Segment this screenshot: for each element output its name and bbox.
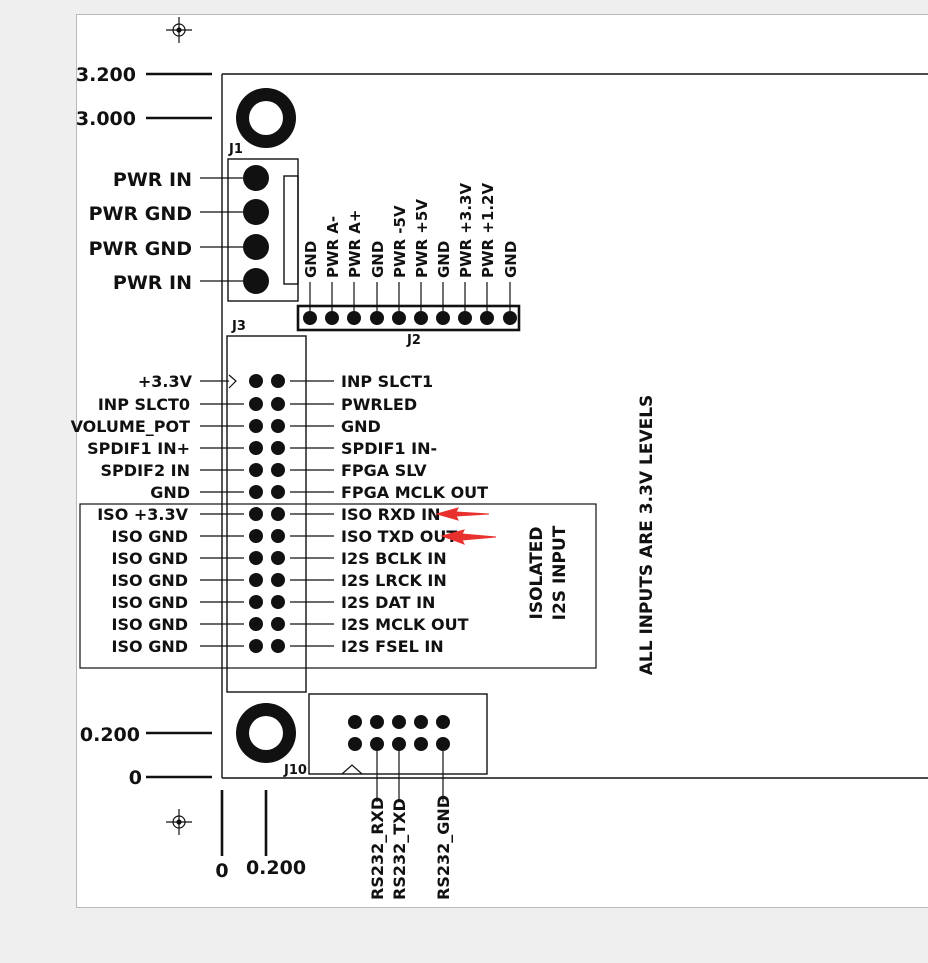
- dim-label-0200-y: 0.200: [80, 724, 140, 746]
- j2-pin-label: PWR A-: [324, 216, 342, 278]
- connector-j3: [200, 335, 334, 693]
- connector-j1: [200, 158, 299, 302]
- mounting-hole-icon: [236, 88, 296, 148]
- isolated-note-line2: I2S INPUT: [550, 525, 570, 620]
- dim-label-3200: 3.200: [76, 64, 136, 86]
- crosshair-icon: [166, 809, 192, 835]
- j2-pin-label: PWR -5V: [391, 205, 409, 278]
- j3-right-pin-label: ISO RXD IN: [341, 505, 441, 524]
- j3-left-pin-label: SPDIF1 IN+: [87, 439, 190, 458]
- dim-label-0200-x: 0.200: [246, 857, 306, 879]
- drawing-sheet: [76, 14, 928, 908]
- j1-pin-label: PWR GND: [89, 203, 192, 225]
- j3-right-pin-label: GND: [341, 417, 381, 436]
- j3-right-pin-label: SPDIF1 IN-: [341, 439, 437, 458]
- j2-pin-label: PWR +3.3V: [457, 183, 475, 278]
- designator-j1: J1: [228, 142, 243, 157]
- j3-left-pin-label: +3.3V: [138, 372, 193, 391]
- j3-left-pin-label: ISO +3.3V: [97, 505, 188, 524]
- j3-right-pin-label: PWRLED: [341, 395, 417, 414]
- j1-pin-label: PWR IN: [113, 169, 192, 191]
- j2-pin-label: GND: [369, 241, 387, 278]
- designator-j2: J2: [406, 333, 421, 348]
- crosshair-icon: [166, 17, 192, 43]
- j10-pin-label: RS232_RXD: [368, 797, 387, 900]
- j3-left-pin-label: ISO GND: [112, 549, 188, 568]
- j3-left-pin-label: SPDIF2 IN: [101, 461, 190, 480]
- j3-left-pin-label: ISO GND: [112, 637, 188, 656]
- j3-left-pin-label: INP SLCT0: [98, 395, 190, 414]
- j1-pin-label: PWR IN: [113, 272, 192, 294]
- j1-pin-label: PWR GND: [89, 238, 192, 260]
- j3-left-pin-label: GND: [150, 483, 190, 502]
- j3-right-pin-label: I2S BCLK IN: [341, 549, 447, 568]
- j3-left-pin-label: ISO GND: [112, 615, 188, 634]
- connector-j10: [308, 693, 488, 802]
- j10-pin-label: RS232_GND: [434, 795, 453, 900]
- j3-right-pin-label: FPGA MCLK OUT: [341, 483, 488, 502]
- levels-note: ALL INPUTS ARE 3.3V LEVELS: [637, 395, 657, 676]
- j2-pin-label: GND: [502, 241, 520, 278]
- designator-j10: J10: [283, 763, 307, 778]
- j3-right-pin-label: ISO TXD OUT: [341, 527, 457, 546]
- dimension-ticks: [146, 72, 268, 856]
- j3-left-pin-label: ISO GND: [112, 571, 188, 590]
- j3-right-pin-label: I2S DAT IN: [341, 593, 435, 612]
- j3-right-pin-label: I2S LRCK IN: [341, 571, 447, 590]
- connector-j2: [296, 282, 521, 332]
- j3-right-pin-label: I2S FSEL IN: [341, 637, 444, 656]
- red-arrow-icon: [440, 529, 497, 545]
- dim-label-0-x: 0: [215, 860, 228, 882]
- dim-label-3000: 3.000: [76, 108, 136, 130]
- j3-left-pin-label: VOLUME_POT: [71, 417, 191, 436]
- dim-label-0-y: 0: [129, 767, 142, 789]
- j3-right-pin-label: I2S MCLK OUT: [341, 615, 469, 634]
- mounting-hole-icon: [236, 703, 296, 763]
- j2-pin-label: PWR +1.2V: [479, 183, 497, 278]
- isolated-region-outline: [79, 503, 597, 669]
- j3-left-pin-label: ISO GND: [112, 527, 188, 546]
- j2-pin-label: PWR A+: [346, 210, 364, 279]
- j2-pin-label: GND: [435, 241, 453, 278]
- j3-left-pin-label: ISO GND: [112, 593, 188, 612]
- red-arrow-icon: [435, 507, 490, 521]
- j3-right-pin-label: FPGA SLV: [341, 461, 427, 480]
- designator-j3: J3: [231, 319, 246, 334]
- j3-right-pin-label: INP SLCT1: [341, 372, 433, 391]
- j2-pin-label: PWR +5V: [413, 199, 431, 278]
- j10-pin-label: RS232_TXD: [390, 798, 409, 900]
- j2-pin-label: GND: [302, 241, 320, 278]
- isolated-note-line1: ISOLATED: [527, 526, 547, 619]
